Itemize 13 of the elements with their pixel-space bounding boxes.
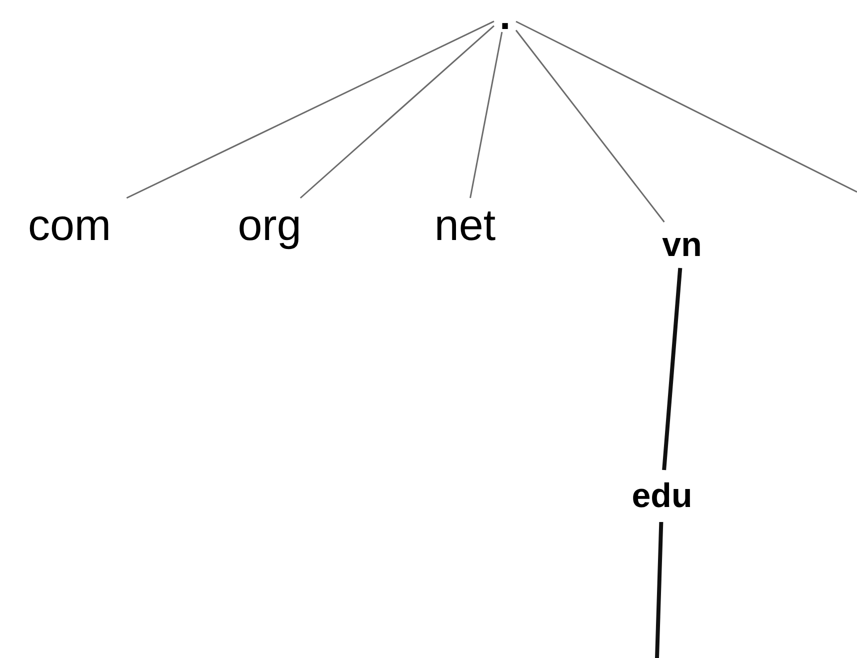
domain-label: com <box>28 204 112 248</box>
domain-label: net <box>434 204 496 248</box>
domain-label: org <box>238 204 302 248</box>
connector-line <box>655 522 664 658</box>
domain-label: edu <box>632 479 692 513</box>
domain-label: . <box>499 0 511 36</box>
connector-line <box>470 32 503 198</box>
connector-line <box>516 20 857 193</box>
connector-line <box>662 268 682 470</box>
domain-label: vn <box>662 228 702 262</box>
connector-line <box>300 25 494 199</box>
connector-line <box>515 30 665 222</box>
connector-line <box>126 20 494 199</box>
